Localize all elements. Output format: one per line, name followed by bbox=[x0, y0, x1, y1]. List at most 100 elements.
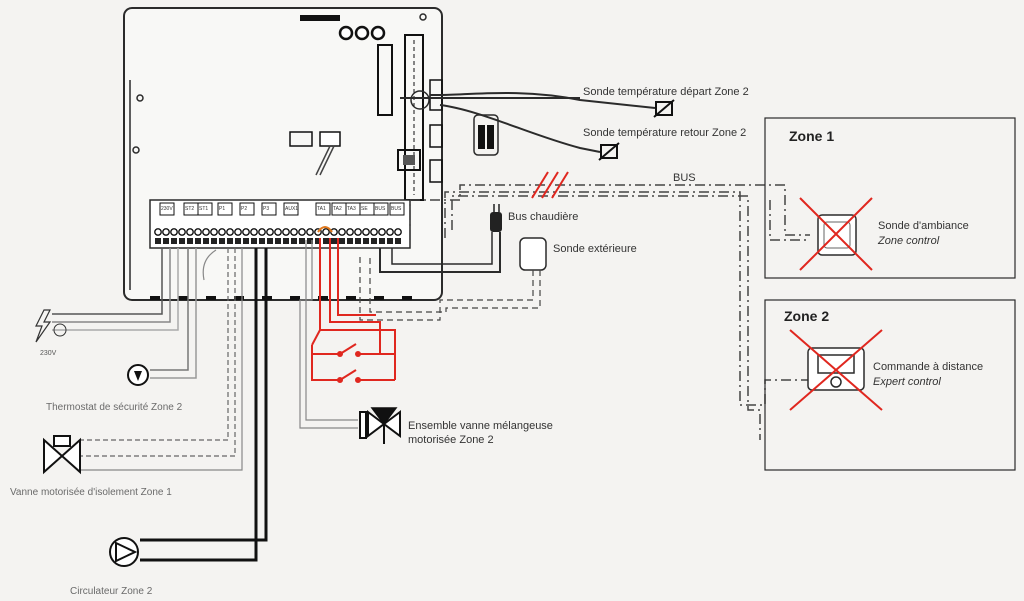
knob bbox=[338, 25, 354, 41]
controller-housing bbox=[123, 7, 443, 301]
cable-gland bbox=[410, 90, 430, 110]
zone1-box bbox=[764, 117, 1016, 279]
terminal-clamp bbox=[363, 238, 369, 244]
aux-connector-pin bbox=[487, 125, 494, 149]
knob bbox=[354, 25, 370, 41]
isolation-valve-label: Vanne motorisée d'isolement Zone 1 bbox=[10, 487, 172, 498]
orange-jumper bbox=[317, 226, 333, 233]
terminal-label: SE bbox=[361, 206, 368, 212]
board-block bbox=[429, 159, 443, 183]
terminal-cell bbox=[283, 202, 299, 216]
board-block bbox=[429, 124, 443, 148]
terminal-screw bbox=[210, 228, 218, 236]
terminal-clamp bbox=[283, 238, 289, 244]
terminal-clamp bbox=[323, 238, 329, 244]
terminal-screw bbox=[394, 228, 402, 236]
boiler-bus-label: Bus chaudière bbox=[508, 211, 579, 223]
terminal-label: P1 bbox=[219, 206, 226, 212]
terminal-screw bbox=[354, 228, 362, 236]
boiler-bus-cable-2 bbox=[391, 232, 493, 265]
terminal-clamp bbox=[155, 238, 161, 244]
terminal-screw bbox=[346, 228, 354, 236]
zone2-device-label: Commande à distance bbox=[873, 361, 984, 373]
zone1-device-sublabel: Zone control bbox=[878, 235, 940, 247]
terminal-screw bbox=[290, 228, 298, 236]
fuse-lead bbox=[319, 145, 335, 176]
flow-sensor-cable bbox=[430, 92, 656, 109]
terminal-clamp bbox=[291, 238, 297, 244]
terminal-label: P2 bbox=[241, 206, 248, 212]
dip-switch bbox=[319, 131, 341, 147]
terminal-cell bbox=[217, 202, 233, 216]
terminal-label: BUS bbox=[375, 206, 386, 212]
terminal-screw bbox=[234, 228, 242, 236]
isolation-valve-icon bbox=[43, 435, 81, 475]
terminal-label: AUX1 bbox=[285, 206, 299, 212]
terminal-cell bbox=[197, 202, 213, 216]
terminal-screw bbox=[162, 228, 170, 236]
zone2-title: Zone 2 bbox=[784, 308, 830, 324]
terminal-clamp bbox=[347, 238, 353, 244]
zone2-device-sublabel: Expert control bbox=[873, 376, 941, 388]
bus-line-zone1 bbox=[769, 200, 810, 241]
terminal-screw bbox=[202, 228, 210, 236]
flow-sensor-icon bbox=[653, 99, 675, 118]
board-connector bbox=[377, 44, 393, 116]
mixing-valve-label-line2: motorisée Zone 2 bbox=[408, 434, 494, 446]
fuse-lead bbox=[315, 145, 331, 176]
terminal-label: TA3 bbox=[347, 206, 356, 212]
top-connector bbox=[300, 15, 340, 21]
terminal-screw bbox=[266, 228, 274, 236]
aux-connector-pin bbox=[478, 125, 485, 149]
circulator-icon bbox=[109, 537, 139, 567]
mixing-valve-icon bbox=[359, 407, 401, 444]
network-jack-inner bbox=[403, 155, 415, 165]
terminal-clamp bbox=[307, 238, 313, 244]
terminal-screw bbox=[274, 228, 282, 236]
terminal-clamp bbox=[211, 238, 217, 244]
terminal-cell bbox=[159, 202, 175, 216]
zone1-cross bbox=[799, 197, 873, 271]
terminal-label: BUS bbox=[391, 206, 402, 212]
terminal-screw bbox=[322, 228, 330, 236]
mixing-valve-cable-2 bbox=[299, 240, 358, 429]
return-sensor-icon bbox=[598, 142, 620, 161]
zone2-box bbox=[764, 299, 1016, 471]
bus-line bbox=[409, 184, 810, 240]
return-sensor-label: Sonde température retour Zone 2 bbox=[583, 127, 747, 139]
terminal-clamp bbox=[259, 238, 265, 244]
zone1-device-label: Sonde d'ambiance bbox=[878, 220, 969, 232]
terminal-clamp bbox=[179, 238, 185, 244]
boiler-bus-cable bbox=[379, 232, 501, 273]
terminal-label: 230V bbox=[161, 206, 173, 212]
terminal-clamp bbox=[227, 238, 233, 244]
terminal-label: TA1 bbox=[317, 206, 326, 212]
red-wire bbox=[329, 238, 381, 354]
terminal-clamp bbox=[355, 238, 361, 244]
terminal-screw bbox=[370, 228, 378, 236]
terminal-screw bbox=[170, 228, 178, 236]
terminal-label: P3 bbox=[263, 206, 270, 212]
network-jack bbox=[397, 149, 421, 171]
left-wires bbox=[52, 248, 268, 562]
outdoor-sensor-cable bbox=[359, 255, 534, 321]
red-wire bbox=[311, 329, 321, 346]
terminal-screw bbox=[242, 228, 250, 236]
mount-hole bbox=[419, 13, 427, 21]
terminal-clamp bbox=[203, 238, 209, 244]
dip-switch bbox=[289, 131, 313, 147]
terminal-clamp bbox=[387, 238, 393, 244]
terminal-screw bbox=[154, 228, 162, 236]
terminal-clamp bbox=[379, 238, 385, 244]
terminal-clamp bbox=[371, 238, 377, 244]
bus-hatch bbox=[551, 171, 569, 199]
terminal-clamp bbox=[251, 238, 257, 244]
terminal-label: TA2 bbox=[333, 206, 342, 212]
terminal-screw bbox=[218, 228, 226, 236]
terminal-cell bbox=[239, 202, 255, 216]
terminal-clamp bbox=[315, 238, 321, 244]
zone2-cross bbox=[789, 329, 883, 411]
bus-hatch bbox=[531, 171, 549, 199]
bus-hatch bbox=[541, 171, 559, 199]
outdoor-sensor-label: Sonde extérieure bbox=[553, 243, 637, 255]
